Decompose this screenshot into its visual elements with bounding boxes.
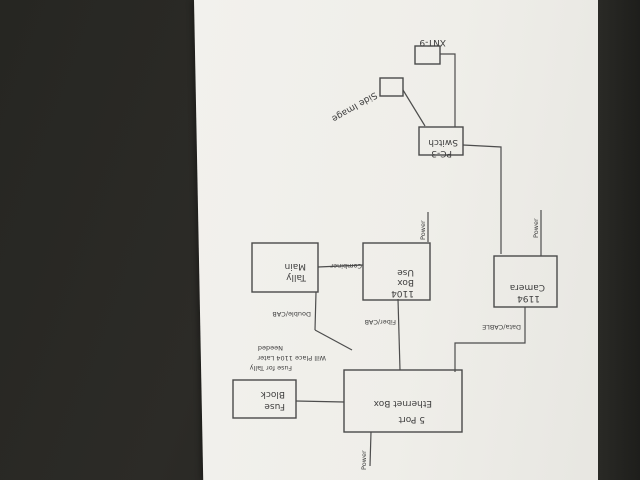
background-edge xyxy=(598,0,640,480)
pc-switch-box xyxy=(418,126,464,156)
note-line1: Fuse for Tally xyxy=(250,364,292,372)
receiver-label-line2: Box xyxy=(397,277,414,287)
fuse-block-box xyxy=(232,379,297,419)
tally-main-box xyxy=(251,242,319,293)
switch-power-label: Power xyxy=(360,450,368,470)
fuse-label: Fuse Block xyxy=(260,389,285,411)
switch-label-line1: 5 Port xyxy=(398,414,425,424)
camera-label-line2: Camera xyxy=(510,282,545,292)
pc-switch-label-line1: PC-3 xyxy=(431,148,452,158)
fuse-label-line1: Fuse xyxy=(264,401,285,411)
camera-label: 1194 Camera xyxy=(510,282,545,303)
pc-switch-label-line2: Switch xyxy=(428,137,458,147)
wire-pc-camera xyxy=(462,144,502,254)
connection-wires xyxy=(295,53,542,467)
receiver-power-label: Power xyxy=(419,220,427,240)
receiver-label-note: Combiner xyxy=(330,262,362,270)
tally-label-line1: Tally xyxy=(285,272,307,282)
wire-tally-switch xyxy=(314,329,353,351)
side-image-box xyxy=(379,77,404,97)
note-line3: Needed xyxy=(258,344,283,352)
camera-power-label: Power xyxy=(532,218,540,238)
note-line2: Will Place 1104 Later xyxy=(257,354,326,362)
wire-switch-rx xyxy=(397,298,401,371)
receiver-label: 1104 Box Use Combiner xyxy=(330,262,414,298)
handwritten-note: Fuse for Tally Will Place 1104 Later Nee… xyxy=(250,344,326,372)
xnt-label: XNT-9 xyxy=(419,37,446,47)
wire-pc-side-image xyxy=(402,89,426,127)
switch-label: 5 Port Ethernet Box xyxy=(373,398,432,424)
pc-switch-label: PC-3 Switch xyxy=(428,137,458,158)
ethernet-switch-box xyxy=(343,369,463,433)
wire-switch-camera xyxy=(454,307,526,372)
receiver-cable-label: Fiber/CAB xyxy=(364,318,396,326)
wire-pc-xnt xyxy=(440,53,456,127)
receiver-box xyxy=(362,242,431,301)
receiver-label-line3: Use xyxy=(397,267,414,277)
camera-box xyxy=(493,255,558,308)
tally-cable-label: Double/CAB xyxy=(272,310,311,318)
camera-label-line1: 1194 xyxy=(517,293,540,303)
side-image-label: Side Image xyxy=(329,89,378,123)
wire-switch-fuse xyxy=(295,400,345,403)
wire-switch-power xyxy=(369,431,372,467)
camera-cable-label: Data/CABLE xyxy=(482,323,521,331)
fuse-label-line2: Block xyxy=(260,389,285,399)
wire-tally-down xyxy=(314,291,317,331)
receiver-label-line1: 1104 xyxy=(391,288,414,298)
tally-label: Tally Main xyxy=(285,261,308,282)
xnt-box xyxy=(414,45,441,65)
switch-label-line2: Ethernet Box xyxy=(373,398,432,408)
tally-label-line2: Main xyxy=(285,261,307,271)
wire-rx-tally xyxy=(317,264,364,268)
